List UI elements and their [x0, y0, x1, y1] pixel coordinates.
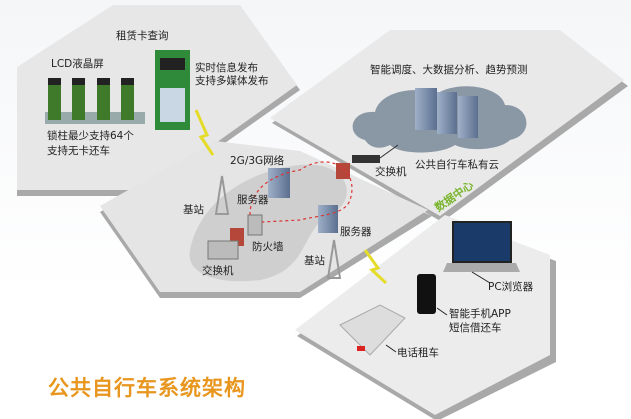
network-label: 2G/3G网络: [230, 155, 285, 167]
base-station-icon: [326, 239, 342, 279]
leader-line: [436, 307, 448, 316]
firewall-icon: [336, 163, 350, 179]
data-link-line: [249, 161, 353, 223]
lock-label-2: 支持无卡还车: [47, 145, 110, 157]
telephone-icon: [339, 304, 406, 356]
base-station-icon: [214, 175, 230, 215]
leader-line: [471, 271, 491, 284]
switch-label: 交换机: [202, 265, 234, 277]
server-label-1: 服务器: [237, 194, 269, 206]
pc-browser-label: PC浏览器: [488, 281, 534, 293]
wireless-link-icon: [363, 249, 388, 285]
server-icon: [268, 168, 290, 198]
datacenter-switch-icon: [352, 155, 380, 163]
link-line: [379, 144, 399, 159]
base-station-label-2: 基站: [304, 255, 325, 267]
lock-posts-icon: [45, 78, 145, 124]
wireless-link-icon: [194, 109, 215, 156]
kiosk-icon: [155, 50, 190, 130]
card-query-label: 租赁卡查询: [116, 30, 169, 42]
laptop-icon: [443, 221, 520, 272]
info-label-1: 实时信息发布: [195, 62, 258, 74]
cloud-servers-icon: [415, 88, 478, 138]
analytics-label: 智能调度、大数据分析、趋势预测: [370, 64, 528, 76]
base-station-label-1: 基站: [183, 204, 204, 216]
firewall-label: 防火墙: [252, 241, 284, 253]
network-platform: [100, 141, 432, 298]
switch-icon: [207, 240, 239, 260]
lock-label-1: 锁柱最少支持64个: [47, 130, 134, 142]
info-label-2: 支持多媒体发布: [195, 75, 269, 87]
app-label-1: 智能手机APP: [449, 308, 511, 320]
datacenter-switch-label: 交换机: [375, 166, 407, 178]
diagram-title: 公共自行车系统架构: [48, 376, 246, 400]
phone-rental-label: 电话租车: [397, 347, 439, 359]
server-icon: [318, 205, 338, 233]
cloud-label: 公共自行车私有云: [415, 159, 499, 171]
lcd-label: LCD液晶屏: [51, 58, 104, 70]
smartphone-icon: [417, 274, 436, 314]
app-label-2: 短信借还车: [449, 322, 502, 334]
leader-line: [385, 344, 397, 353]
server-label-2: 服务器: [340, 226, 372, 238]
router-icon: [247, 214, 263, 236]
